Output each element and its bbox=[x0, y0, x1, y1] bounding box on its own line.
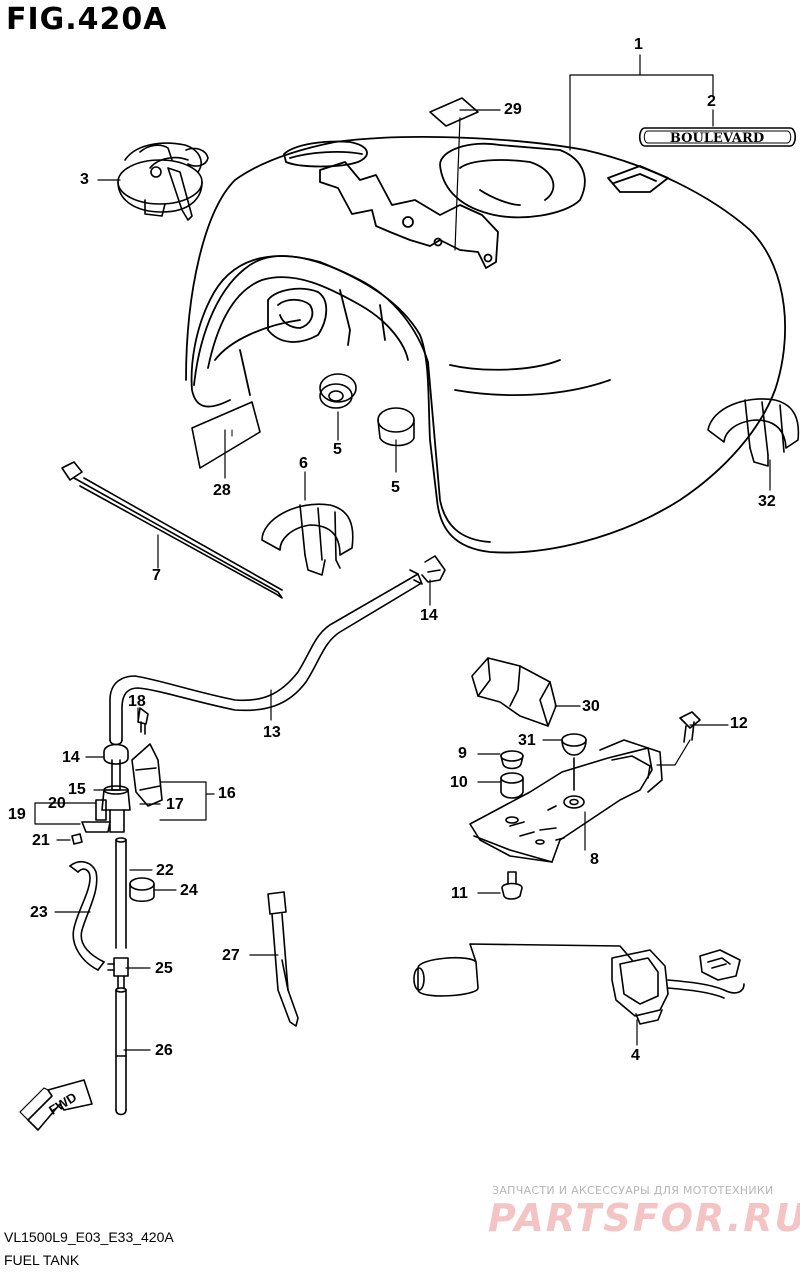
joint-part-25 bbox=[107, 957, 129, 989]
cushion-part-10 bbox=[500, 772, 524, 799]
callout-14a: 14 bbox=[420, 607, 438, 624]
callout-11: 11 bbox=[451, 885, 468, 902]
forward-arrow: FWD bbox=[19, 1079, 93, 1131]
callout-31: 31 bbox=[518, 732, 536, 749]
footer-diagram-code: VL1500L9_E03_E33_420A bbox=[4, 1229, 174, 1245]
callout-22: 22 bbox=[156, 862, 174, 879]
callout-32: 32 bbox=[758, 493, 776, 510]
callout-20: 20 bbox=[48, 795, 66, 812]
callout-10: 10 bbox=[450, 774, 468, 791]
cushion-part-6 bbox=[261, 503, 354, 576]
pipe-part-26 bbox=[115, 987, 127, 1116]
figure-title: FIG.420A bbox=[6, 2, 168, 37]
callout-8: 8 bbox=[590, 851, 599, 868]
bracket-part-8 bbox=[469, 739, 663, 863]
bolt-part-11 bbox=[501, 871, 523, 900]
callout-25: 25 bbox=[155, 960, 173, 977]
pipe-part-22 bbox=[115, 837, 127, 949]
hose-part-13 bbox=[109, 569, 423, 746]
bolt-part-12 bbox=[679, 711, 701, 743]
callout-15: 15 bbox=[68, 781, 86, 798]
watermark-logo: PARTSFOR.RU bbox=[488, 1196, 800, 1240]
callout-27: 27 bbox=[222, 947, 240, 964]
callout-29: 29 bbox=[504, 101, 522, 118]
callout-17: 17 bbox=[166, 796, 184, 813]
label-part-29 bbox=[429, 97, 479, 127]
callout-6: 6 bbox=[299, 455, 308, 472]
callout-9: 9 bbox=[458, 745, 467, 762]
callout-5a: 5 bbox=[333, 441, 342, 458]
collar-part-24 bbox=[129, 877, 155, 903]
clamp-part-14b bbox=[103, 743, 129, 765]
callout-18: 18 bbox=[128, 693, 146, 710]
label-part-28 bbox=[191, 401, 261, 469]
grommet-part-31 bbox=[561, 733, 587, 791]
emblem-part-2: BOULEVARD bbox=[638, 127, 797, 147]
screw-part-21 bbox=[71, 833, 83, 845]
bracket-part-16 bbox=[131, 743, 163, 807]
collar-part-9 bbox=[500, 750, 524, 770]
callout-24: 24 bbox=[180, 882, 198, 899]
callout-4: 4 bbox=[631, 1047, 640, 1064]
leader-lines bbox=[34, 54, 771, 1051]
bracket-part-20 bbox=[95, 799, 107, 821]
cable-tie-part-27 bbox=[267, 891, 299, 1027]
fuel-tank-part-1 bbox=[185, 136, 786, 554]
callout-12: 12 bbox=[730, 715, 748, 732]
bolt-part-18 bbox=[137, 707, 149, 725]
cable-tie-part-7 bbox=[61, 461, 283, 599]
callout-5b: 5 bbox=[391, 479, 400, 496]
callout-14b: 14 bbox=[62, 749, 80, 766]
callout-28: 28 bbox=[213, 482, 231, 499]
fuel-gauge-part-4 bbox=[413, 943, 745, 1025]
hose-part-23 bbox=[69, 860, 105, 971]
fuel-cap-part-3 bbox=[117, 142, 209, 221]
callout-3: 3 bbox=[80, 171, 89, 188]
footer-diagram-name: FUEL TANK bbox=[4, 1252, 80, 1268]
cushion-part-30 bbox=[471, 657, 557, 727]
emblem-text: BOULEVARD bbox=[670, 131, 764, 146]
clamp-part-14a bbox=[421, 555, 446, 583]
callout-21: 21 bbox=[32, 832, 50, 849]
callout-19: 19 bbox=[8, 806, 26, 823]
cushion-part-32 bbox=[707, 398, 800, 467]
callout-13: 13 bbox=[263, 724, 281, 741]
callout-1: 1 bbox=[634, 36, 643, 53]
callout-30: 30 bbox=[582, 698, 600, 715]
valve-assembly bbox=[71, 707, 163, 845]
cushion-part-5a bbox=[319, 373, 357, 409]
callout-7: 7 bbox=[152, 567, 161, 584]
callout-26: 26 bbox=[155, 1042, 173, 1059]
watermark-tagline: ЗАПЧАСТИ И АКСЕССУАРЫ ДЛЯ МОТОТЕХНИКИ bbox=[492, 1184, 774, 1197]
callout-16: 16 bbox=[218, 785, 236, 802]
callout-23: 23 bbox=[30, 904, 48, 921]
callout-2: 2 bbox=[707, 93, 716, 110]
cushion-part-5b bbox=[377, 407, 415, 447]
